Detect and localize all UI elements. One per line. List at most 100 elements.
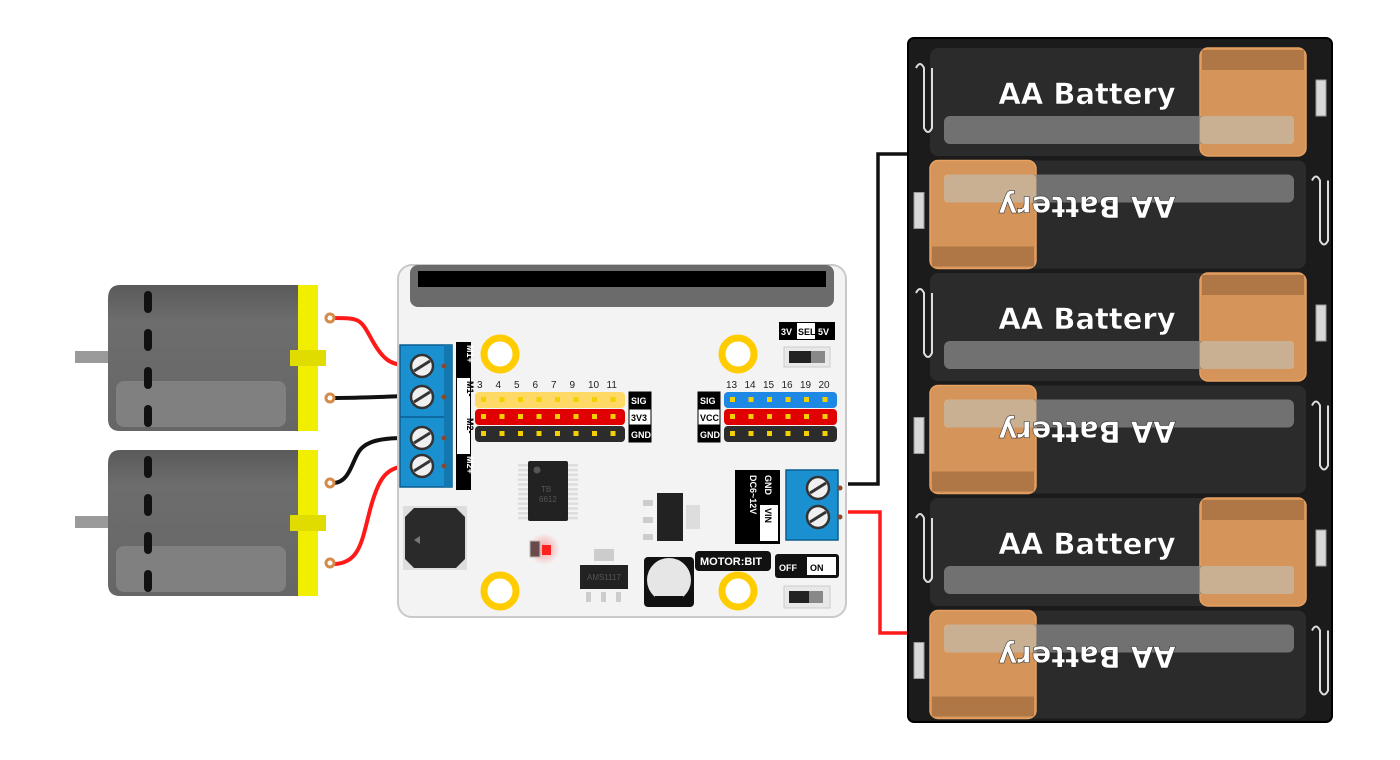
header-pin xyxy=(822,431,828,436)
dc-motor xyxy=(75,450,336,596)
motors xyxy=(75,285,336,596)
battery-shade xyxy=(1202,275,1304,295)
label-m2-plus: M2+ xyxy=(465,456,475,474)
pin-number: 11 xyxy=(607,380,618,391)
power-input-labels: DC6~12V GND VIN xyxy=(735,470,780,544)
screw-icon xyxy=(409,384,447,410)
spring-contact xyxy=(1311,625,1329,696)
battery-label: AA Battery xyxy=(998,190,1175,224)
spring-contact xyxy=(915,288,933,358)
aa-battery-cell: AA Battery xyxy=(915,272,1327,382)
label-gnd: GND xyxy=(763,475,773,496)
motor-terminal-negative xyxy=(324,392,336,404)
header-pin xyxy=(536,397,542,402)
chip-pin xyxy=(518,488,528,491)
row-label-box xyxy=(628,425,652,443)
status-led xyxy=(528,533,560,565)
header-row xyxy=(475,392,625,408)
label-m1-plus: M1+ xyxy=(465,345,475,363)
header-pin xyxy=(573,431,579,436)
screw-icon xyxy=(805,504,843,530)
header-pin xyxy=(804,397,809,402)
motor-tab xyxy=(290,515,326,531)
battery-label: AA Battery xyxy=(998,77,1175,111)
pin-number: 13 xyxy=(726,380,738,391)
header-pin xyxy=(499,431,505,436)
header-pin xyxy=(748,414,754,419)
header-pin xyxy=(748,431,754,436)
buzzer xyxy=(403,506,467,570)
header-pin xyxy=(536,414,542,419)
motor-terminal-positive xyxy=(324,477,336,489)
motor-groove xyxy=(144,570,152,592)
header-row xyxy=(724,409,837,425)
row-label: GND xyxy=(631,430,652,440)
header-row xyxy=(724,392,837,408)
chip-pin xyxy=(518,512,528,515)
chip-pin xyxy=(568,497,578,501)
row-label-box xyxy=(628,391,652,409)
header-pin xyxy=(592,397,597,402)
spring-contact xyxy=(915,513,933,583)
flat-contact xyxy=(913,642,925,679)
motor-groove xyxy=(144,291,152,313)
label-m1-minus: M1- xyxy=(465,381,475,397)
chip-pin xyxy=(518,492,528,496)
chip-label-line1: TB xyxy=(541,485,551,494)
row-label: GND xyxy=(700,430,721,440)
header-pin xyxy=(767,414,772,419)
header-pin xyxy=(610,397,616,402)
flat-contact xyxy=(1315,529,1327,567)
wire-motor1-red xyxy=(331,316,406,367)
label-3v: 3V xyxy=(781,327,792,337)
mount-hole-bottom-right xyxy=(718,571,758,611)
motor-terminal-negative xyxy=(324,557,336,569)
header-pin xyxy=(573,414,579,419)
pin-number: 14 xyxy=(745,380,757,391)
pin-number: 15 xyxy=(763,380,775,391)
header-pin xyxy=(748,397,754,402)
chip-pin xyxy=(568,507,578,510)
battery-cap-highlight xyxy=(944,399,1036,428)
row-label: SIG xyxy=(700,396,716,406)
row-label: SIG xyxy=(631,396,647,406)
screw-icon xyxy=(805,475,843,501)
pin-number: 6 xyxy=(533,380,539,391)
motor-groove xyxy=(144,329,152,351)
motor-terminal-positive xyxy=(324,312,336,324)
header-pin xyxy=(481,431,486,436)
chip-pin xyxy=(568,488,578,491)
spring-contact xyxy=(1311,400,1329,471)
label-5v: 5V xyxy=(818,327,829,337)
voltage-regulator: AMS1117 xyxy=(580,549,628,602)
pin-number: 3 xyxy=(477,380,483,391)
header-pin xyxy=(481,397,486,402)
wires xyxy=(331,152,912,635)
mount-hole-top-right xyxy=(718,334,758,374)
motor-highlight xyxy=(116,546,286,592)
battery-cap-highlight xyxy=(944,624,1036,653)
screw-icon xyxy=(409,453,447,479)
chip-pin xyxy=(518,483,528,486)
brand-label: MOTOR:BIT xyxy=(695,551,771,571)
chip-pin xyxy=(518,507,528,510)
header-pin xyxy=(518,397,523,402)
battery-shade xyxy=(932,246,1034,267)
chip-pin xyxy=(568,483,578,486)
header-pin xyxy=(518,431,523,436)
motor-shaft xyxy=(75,516,113,528)
battery-label: AA Battery xyxy=(998,527,1175,561)
aa-battery-cell: AA Battery xyxy=(915,497,1327,607)
motor-groove xyxy=(144,494,152,516)
chip-pin xyxy=(568,468,578,472)
header-pin xyxy=(610,431,616,436)
header-row xyxy=(475,426,625,442)
motor-terminal-block xyxy=(399,344,453,488)
chip-pin xyxy=(568,478,578,481)
motor-groove xyxy=(144,405,152,427)
motor-groove xyxy=(144,532,152,554)
edge-connector-slot xyxy=(418,271,826,287)
